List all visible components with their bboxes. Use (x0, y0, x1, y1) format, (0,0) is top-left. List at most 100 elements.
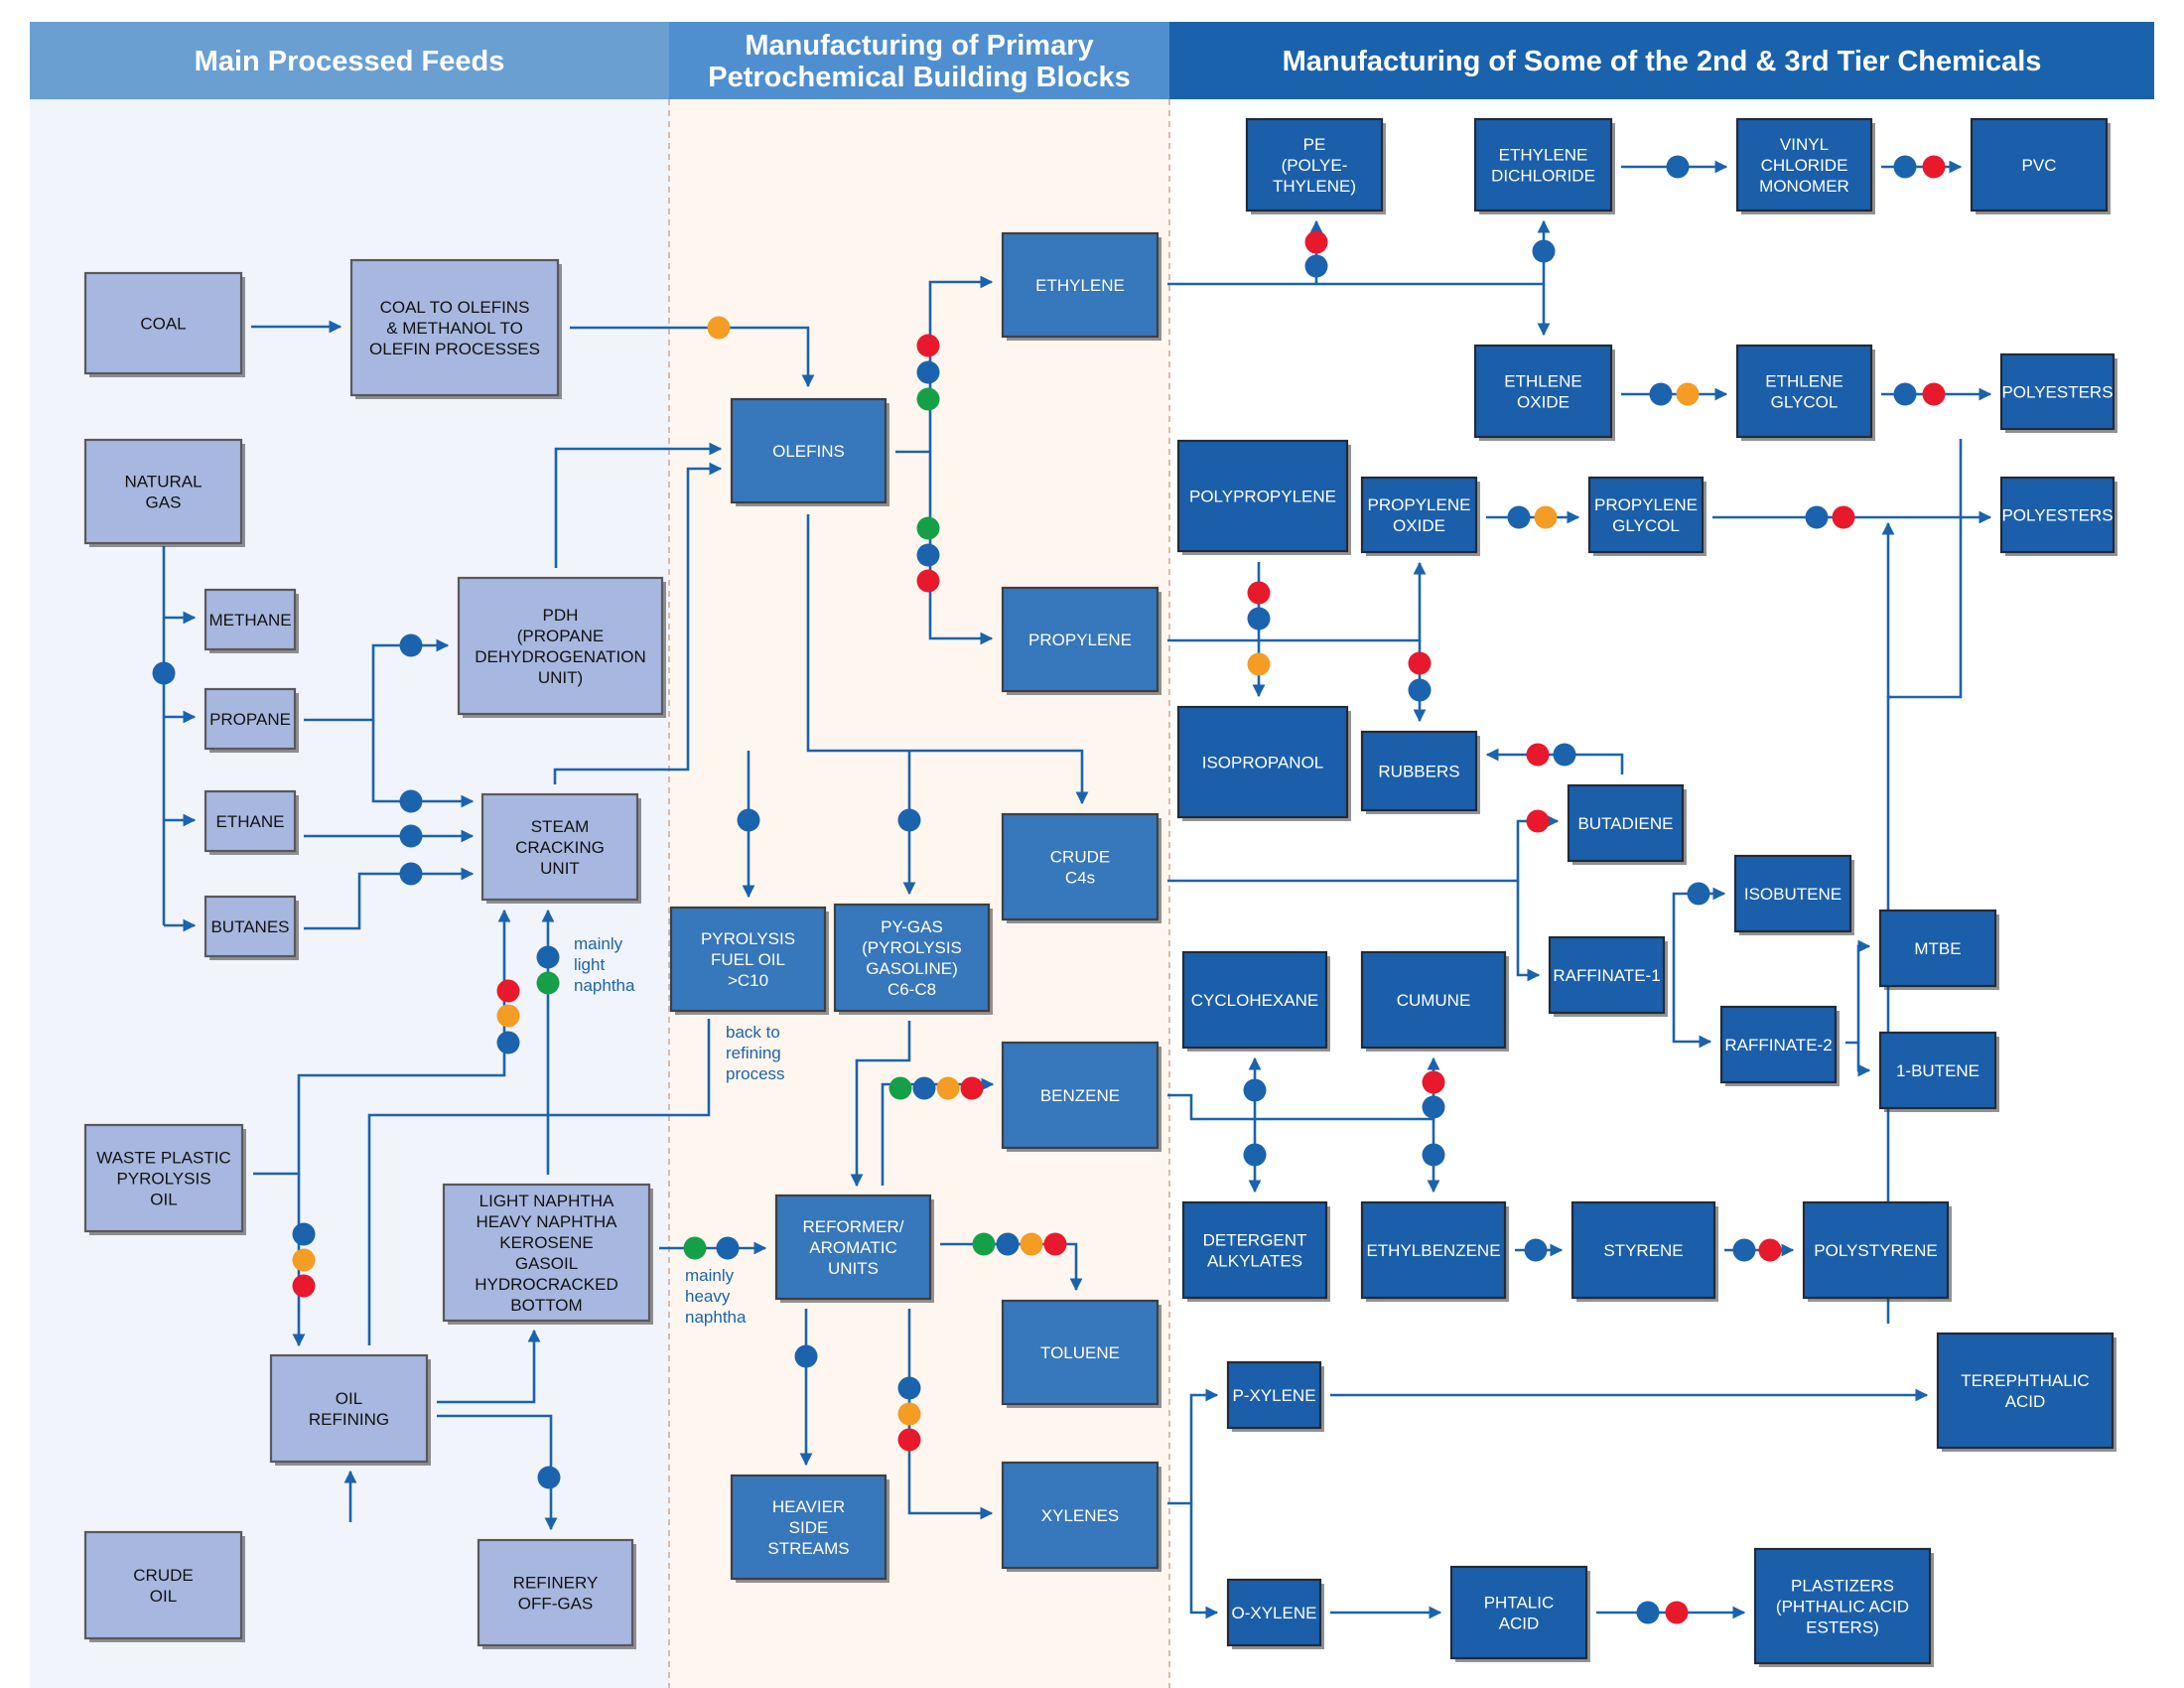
node-1-butene: 1-BUTENE (1878, 1031, 1999, 1112)
process-dot (536, 945, 560, 969)
node-label: BENZENE (1040, 1086, 1120, 1105)
node-label: ETHLENE (1504, 372, 1581, 391)
process-dot (1805, 505, 1829, 529)
node-label: METHANE (208, 611, 291, 630)
node-label: (PHTHALIC ACID (1776, 1598, 1909, 1617)
node-box (1735, 344, 1873, 439)
node-box (269, 1353, 429, 1464)
note-line: naphtha (574, 976, 635, 995)
process-dot (537, 1466, 561, 1489)
node-label: OIL (336, 1389, 362, 1408)
node-label: BUTANES (210, 917, 289, 936)
flow-arrow (437, 1414, 558, 1531)
node-label: POLYESTERS (2001, 506, 2113, 525)
process-dot (1666, 155, 1690, 179)
flow-arrow (806, 514, 1089, 805)
node-label: LIGHT NAPHTHA (479, 1192, 614, 1210)
header-band (30, 22, 669, 99)
process-dot (897, 1402, 921, 1426)
node-polyesters-2: POLYESTERS (1999, 476, 2117, 556)
node-label: AROMATIC (809, 1238, 896, 1257)
note-line: refining (726, 1044, 781, 1062)
node-box (1570, 1200, 1716, 1300)
node-box (83, 1123, 244, 1233)
process-dot (399, 789, 423, 813)
process-dot (916, 387, 940, 411)
node-butadiene: BUTADIENE (1567, 783, 1687, 865)
node-raffinate-2: RAFFINATE-2 (1719, 1005, 1840, 1086)
node-box (1226, 1360, 1322, 1430)
header-title: Manufacturing of Primary (745, 30, 1093, 62)
node-box (1473, 117, 1613, 212)
node-box (669, 906, 827, 1013)
process-dot (1422, 1095, 1445, 1119)
node-propylene: PROPYLENE (1001, 586, 1161, 695)
node-label: KEROSENE (499, 1233, 593, 1252)
process-dot (897, 1376, 921, 1400)
process-dot (399, 862, 423, 886)
process-dot (1408, 678, 1432, 702)
process-dot (916, 334, 940, 357)
node-box (83, 438, 243, 545)
node-label: CRACKING (515, 838, 605, 857)
node-box (1181, 1200, 1328, 1300)
node-box (1226, 1578, 1322, 1647)
process-dot (1732, 1238, 1756, 1262)
node-label: GASOLINE) (866, 959, 958, 978)
node-box (1999, 352, 2116, 431)
node-o-xylene: O-XYLENE (1226, 1578, 1324, 1649)
node-label: THYLENE) (1273, 177, 1356, 196)
process-dot (1524, 1238, 1548, 1262)
header-band (1169, 22, 2154, 99)
node-box (1735, 117, 1873, 212)
process-dot (496, 1004, 520, 1028)
node-label: STREAMS (767, 1539, 849, 1558)
node-label: STEAM (531, 817, 590, 836)
node-box (1733, 854, 1852, 933)
node-label: ISOPROPANOL (1202, 754, 1324, 773)
node-label: COAL (140, 315, 186, 334)
flow-arrow (850, 1021, 911, 1188)
node-toluene: TOLUENE (1001, 1299, 1161, 1408)
note-line: light (574, 955, 605, 974)
process-dot (1534, 505, 1558, 529)
node-label: GLYCOL (1771, 393, 1839, 412)
flow-arrow (554, 442, 723, 568)
node-label: PY-GAS (881, 917, 943, 936)
process-dot (1665, 1601, 1689, 1624)
node-label: ESTERS) (1806, 1618, 1879, 1637)
node-box (1360, 950, 1507, 1050)
node-label: UNITS (828, 1259, 879, 1278)
node-box (204, 895, 297, 958)
process-dot (1243, 1078, 1267, 1102)
node-box (83, 271, 243, 375)
process-dot (916, 569, 940, 593)
node-label: C4s (1065, 869, 1095, 888)
node-label: 1-BUTENE (1896, 1061, 1979, 1080)
node-label: OLEFIN PROCESSES (369, 340, 540, 358)
node-label: HYDROCRACKED (475, 1275, 618, 1294)
node-label: REFINERY (513, 1574, 599, 1593)
flow-arrow (437, 1329, 541, 1404)
process-dot (716, 1236, 740, 1260)
node-box (349, 258, 560, 397)
node-label: DICHLORIDE (1491, 167, 1595, 186)
node-label: ETHLENE (1765, 372, 1843, 391)
process-dot (707, 316, 731, 340)
node-box (1001, 586, 1160, 693)
node-label: TEREPHTHALIC (1961, 1371, 2089, 1390)
node-label: HEAVY NAPHTHA (476, 1212, 617, 1231)
